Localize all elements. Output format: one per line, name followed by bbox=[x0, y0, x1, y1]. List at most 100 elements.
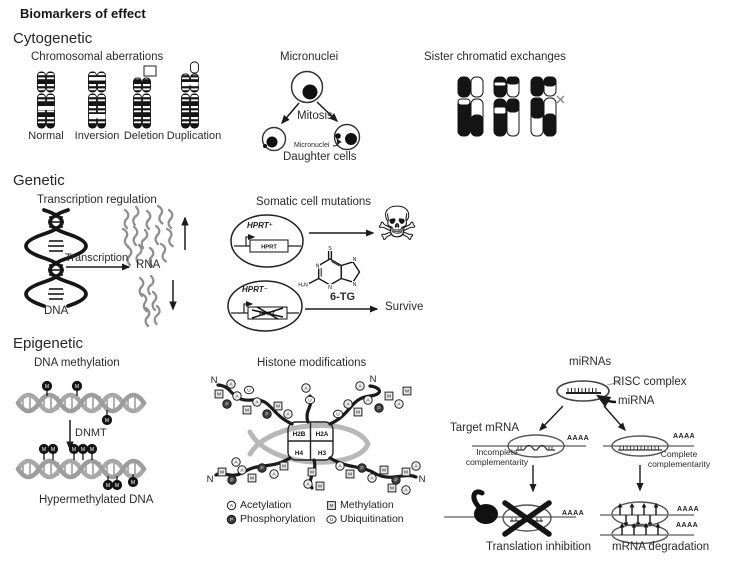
micronuclei-illustration bbox=[261, 70, 361, 152]
hprt-positive-cell: HPRT bbox=[230, 214, 304, 268]
polya-incomplete: AAAA bbox=[567, 435, 590, 442]
nucleosome-core bbox=[287, 421, 334, 461]
mitosis-arrow-left bbox=[281, 102, 300, 125]
histone-core-labels: H2B H2A H4 H3 bbox=[293, 431, 329, 457]
sce-chromosome-1 bbox=[457, 76, 484, 137]
sce-x-mark bbox=[556, 95, 565, 104]
svg-text:H2A: H2A bbox=[316, 431, 329, 438]
translation-inhibition-diagram bbox=[444, 489, 576, 537]
svg-text:N: N bbox=[370, 374, 377, 385]
chromosome-inversion bbox=[88, 71, 106, 129]
svg-text:N: N bbox=[211, 375, 218, 386]
branch-arrow-left bbox=[539, 405, 564, 432]
survive-label: Survive bbox=[385, 301, 424, 313]
mrna-degradation-label: mRNA degradation bbox=[612, 541, 710, 553]
figure-title: Biomarkers of effect bbox=[20, 6, 146, 21]
mutation-scribble bbox=[251, 306, 284, 320]
branch-arrow-right bbox=[603, 405, 626, 432]
svg-text:H₂N: H₂N bbox=[298, 283, 308, 289]
incomplete-target bbox=[472, 434, 586, 458]
aberration-type-deletion: Deletion bbox=[123, 130, 165, 142]
micronuclei-pointer-arrow bbox=[332, 138, 342, 147]
mitosis-arrow-right bbox=[316, 101, 339, 123]
complete-target bbox=[603, 435, 694, 457]
mirna-strand-label: miRNA bbox=[618, 395, 655, 407]
dna-helix bbox=[24, 208, 88, 308]
rna-molecules-up bbox=[121, 204, 176, 268]
dna-methylation-illustration bbox=[18, 380, 152, 491]
parent-cell bbox=[290, 70, 324, 104]
svg-text:HPRT: HPRT bbox=[261, 245, 277, 251]
daughter-cell-right bbox=[333, 123, 361, 151]
phosphorylation-legend-icon bbox=[226, 514, 237, 524]
section-epigenetic: Epigenetic bbox=[13, 335, 84, 352]
svg-text:S: S bbox=[328, 246, 332, 252]
translation-inhibition-label: Translation inhibition bbox=[486, 541, 592, 553]
svg-text:N: N bbox=[419, 474, 426, 485]
aberration-type-inversion: Inversion bbox=[74, 130, 120, 142]
polya-degradation-top: AAAA bbox=[677, 506, 700, 513]
micronuclei-pointer-label: Micronuclei bbox=[294, 142, 330, 149]
target-mrna-label: Target mRNA bbox=[450, 422, 520, 434]
transcription-arrow-label: Transcription bbox=[65, 252, 129, 264]
chromosome-normal bbox=[37, 71, 55, 129]
legend-methylation: Methylation bbox=[326, 499, 394, 511]
inhibition-x-mark bbox=[502, 500, 552, 537]
promoter-arrow bbox=[245, 234, 256, 246]
hprt-negative-cell: HPRT bbox=[227, 280, 303, 332]
mitosis-label: Mitosis bbox=[297, 110, 333, 122]
svg-text:HPRT: HPRT bbox=[259, 312, 275, 318]
transcription-illustration bbox=[24, 204, 189, 328]
dnmt-label: DNMT bbox=[75, 427, 107, 439]
hprt-negative-label: HPRT⁻ bbox=[242, 285, 268, 294]
six-tg-label: 6-TG bbox=[330, 291, 356, 303]
svg-text:N: N bbox=[316, 264, 320, 270]
chromosomal-aberrations-label: Chromosomal aberrations bbox=[31, 51, 164, 63]
daughter-cell-left bbox=[261, 126, 287, 152]
skull-icon: ☠ bbox=[376, 197, 419, 252]
micronuclei-label: Micronuclei bbox=[280, 51, 339, 63]
polya-complete: AAAA bbox=[673, 433, 696, 440]
legend-ubiquitination-label: Ubiquitination bbox=[340, 513, 404, 525]
daughter-cells-label: Daughter cells bbox=[283, 151, 357, 163]
svg-text:H4: H4 bbox=[295, 450, 304, 457]
ubiquitination-legend-icon bbox=[326, 514, 337, 524]
svg-text:N: N bbox=[328, 285, 332, 291]
six-tg-structure: S N N N N H₂N bbox=[297, 245, 361, 292]
n-terminus-labels: N N N N bbox=[207, 374, 426, 485]
mirna-illustration bbox=[444, 380, 694, 545]
svg-text:N: N bbox=[353, 282, 357, 288]
legend-ubiquitination: Ubiquitination bbox=[326, 513, 404, 525]
incomplete-complementarity-label: Incomplete complementarity bbox=[465, 447, 529, 467]
polya-degradation-bottom: AAAA bbox=[676, 522, 699, 529]
section-genetic: Genetic bbox=[13, 172, 65, 189]
sce-chromosome-2 bbox=[493, 76, 520, 137]
legend-phosphorylation-label: Phosphorylation bbox=[240, 513, 316, 525]
chromosomal-aberrations-illustration bbox=[37, 61, 199, 129]
wrapping-dna bbox=[247, 422, 371, 465]
complete-complementarity-label: Complete complementarity bbox=[647, 449, 711, 469]
chromosome-deletion bbox=[133, 65, 157, 129]
legend-phosphorylation: Phosphorylation bbox=[226, 513, 315, 525]
svg-text:N: N bbox=[207, 474, 214, 485]
rna-label: RNA bbox=[136, 259, 161, 271]
histone-modifications-label: Histone modifications bbox=[257, 357, 367, 369]
hypermethylated-dna-label: Hypermethylated DNA bbox=[39, 494, 154, 506]
promoter-arrow-mutant bbox=[243, 301, 254, 313]
somatic-mutations-label: Somatic cell mutations bbox=[256, 196, 372, 208]
mirna-pointer-arrow bbox=[595, 394, 617, 408]
section-cytogenetic: Cytogenetic bbox=[13, 30, 93, 47]
dna-methylation-label: DNA methylation bbox=[34, 357, 120, 369]
acetylation-legend-icon bbox=[226, 500, 237, 510]
polya-inhibition: AAAA bbox=[562, 510, 585, 517]
sce-chromosome-3 bbox=[530, 76, 557, 137]
aberration-type-normal: Normal bbox=[28, 130, 64, 142]
transcription-regulation-label: Transcription regulation bbox=[37, 194, 157, 206]
histone-modifications-illustration: H2B H2A H4 H3 bbox=[207, 374, 426, 495]
sce-illustration bbox=[457, 76, 565, 137]
legend-acetylation-label: Acetylation bbox=[240, 499, 292, 511]
sce-label: Sister chromatid exchanges bbox=[424, 51, 566, 63]
svg-text:H2B: H2B bbox=[293, 431, 306, 438]
legend-acetylation: Acetylation bbox=[226, 499, 291, 511]
